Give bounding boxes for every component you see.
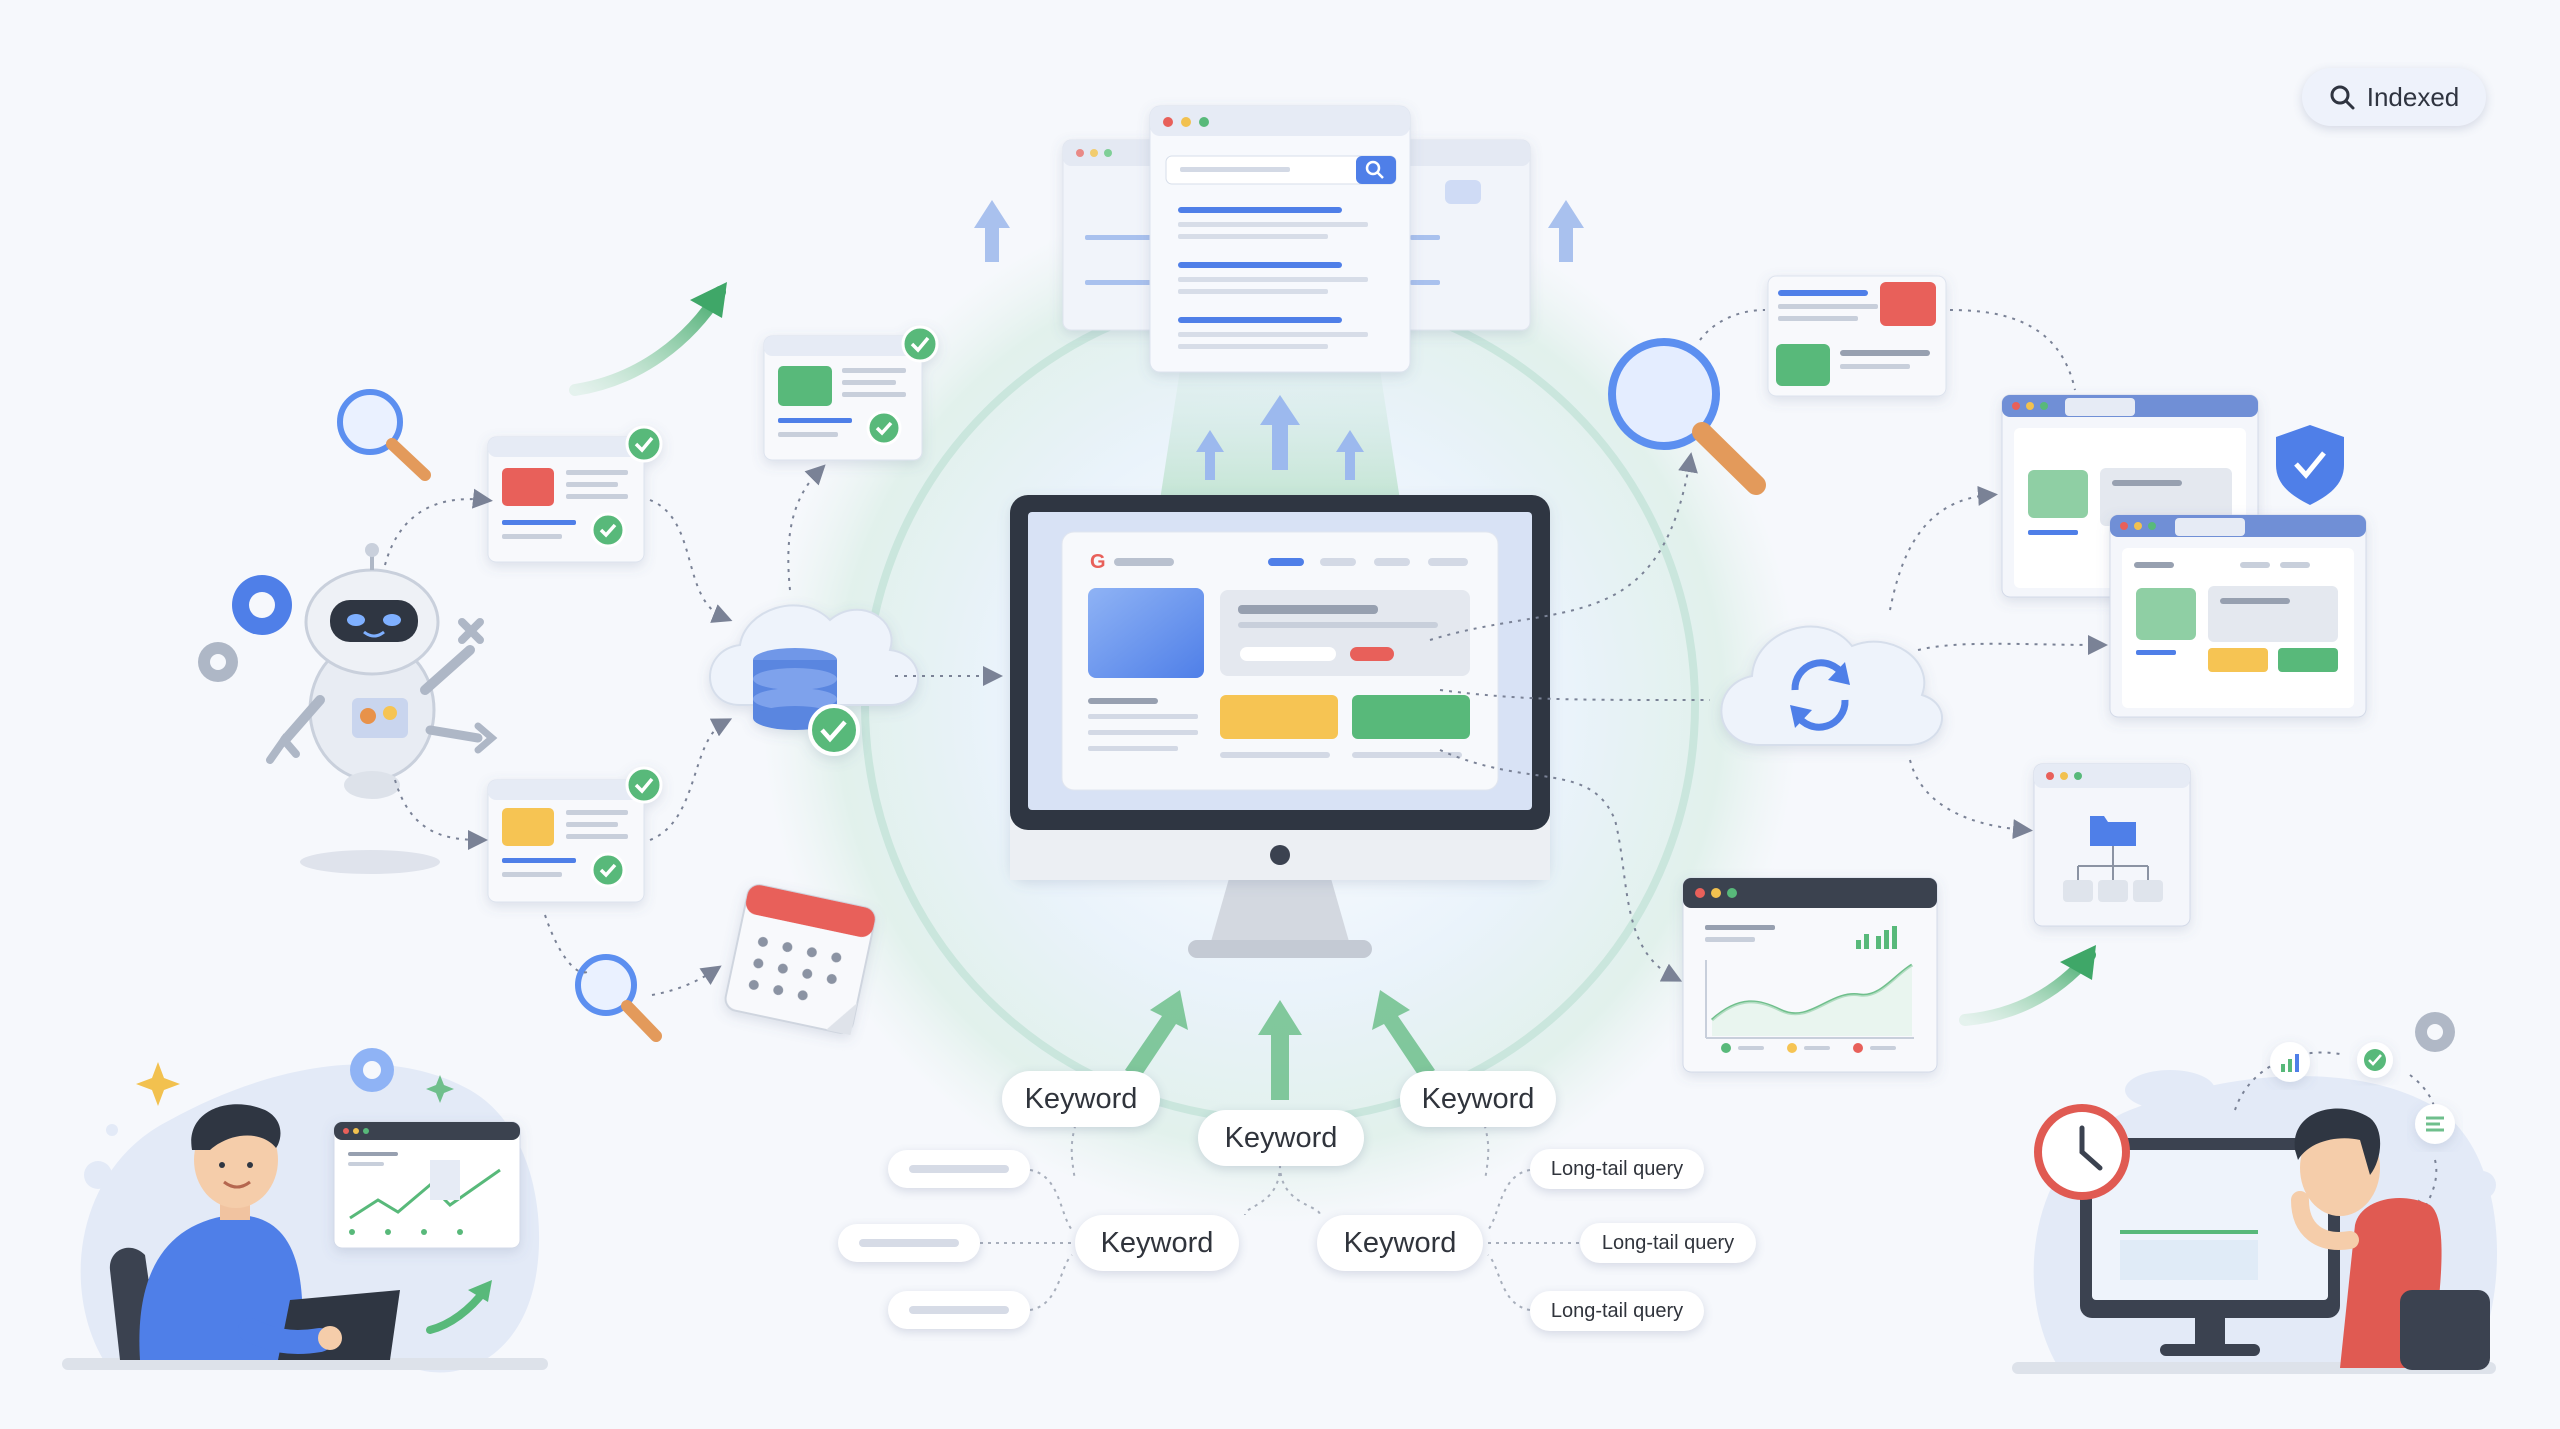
- database-cloud: [709, 604, 920, 756]
- keyword-label: Keyword: [1343, 1226, 1457, 1259]
- magnifier-icon-right: [1608, 338, 1766, 495]
- analytics-window: [1682, 877, 1938, 1073]
- placeholder-pill-middle: [838, 1224, 980, 1262]
- left-flow-connectors: [384, 464, 1003, 996]
- indexed-badge-label: Indexed: [2366, 81, 2460, 112]
- page-card-red: [487, 425, 663, 563]
- search-page-right: [1399, 139, 1531, 331]
- long-tail-pill-middle: Long-tail query: [1580, 1223, 1756, 1263]
- calendar-icon: [724, 884, 876, 1036]
- keyword-label: Keyword: [1421, 1082, 1535, 1115]
- keyword-pill-top-right: Keyword: [1400, 1071, 1556, 1127]
- keyword-pill-top-center: Keyword: [1198, 1110, 1364, 1166]
- growth-arrow-right-head: [2060, 945, 2096, 980]
- keyword-pill-top-left: Keyword: [1002, 1071, 1160, 1127]
- browser-window-front: [2109, 514, 2367, 718]
- cloud-sync: [1720, 625, 1943, 746]
- long-tail-pill-bottom: Long-tail query: [1530, 1291, 1704, 1331]
- placeholder-pill-top: [888, 1150, 1030, 1188]
- svg-text:G: G: [1090, 551, 1106, 573]
- page-card-right-top: [1767, 275, 1947, 397]
- search-icon: [2330, 85, 2355, 110]
- search-page-left: [1062, 139, 1174, 331]
- right-flow-connectors: [1429, 309, 2108, 982]
- long-tail-label: Long-tail query: [1601, 1231, 1735, 1254]
- magnifier-icon-left-top: [337, 389, 431, 481]
- search-results-page: [1149, 105, 1411, 373]
- keyword-label: Keyword: [1024, 1082, 1138, 1115]
- keyword-pill-bottom-left: Keyword: [1075, 1215, 1239, 1271]
- placeholder-pill-bottom: [888, 1291, 1030, 1329]
- long-tail-label: Long-tail query: [1550, 1299, 1684, 1322]
- crawler-robot: [198, 543, 498, 874]
- person-laptop-illustration: [62, 1048, 548, 1373]
- long-tail-label: Long-tail query: [1550, 1157, 1684, 1180]
- keyword-tree-connectors: [980, 1109, 1580, 1311]
- sitemap-window: [2033, 763, 2191, 927]
- growth-arrow-left: [569, 286, 726, 396]
- keyword-label: Keyword: [1224, 1121, 1338, 1154]
- person-monitor-illustration: [2012, 1012, 2498, 1374]
- keyword-arrows: [1125, 990, 1435, 1100]
- page-card-yellow: [487, 766, 663, 903]
- top-side-up-arrows: [974, 200, 1584, 262]
- beam-up-arrows: [1196, 395, 1364, 480]
- indexed-badge: Indexed: [2302, 68, 2486, 126]
- growth-arrow-left-head: [690, 282, 727, 318]
- central-monitor: G: [1010, 495, 1550, 958]
- long-tail-pill-top: Long-tail query: [1530, 1149, 1704, 1189]
- keyword-label: Keyword: [1100, 1226, 1214, 1259]
- page-card-green: [763, 325, 939, 461]
- keyword-pill-bottom-right: Keyword: [1317, 1215, 1483, 1271]
- shield-icon: [2276, 425, 2344, 505]
- magnifier-icon-left-bottom: [575, 954, 662, 1042]
